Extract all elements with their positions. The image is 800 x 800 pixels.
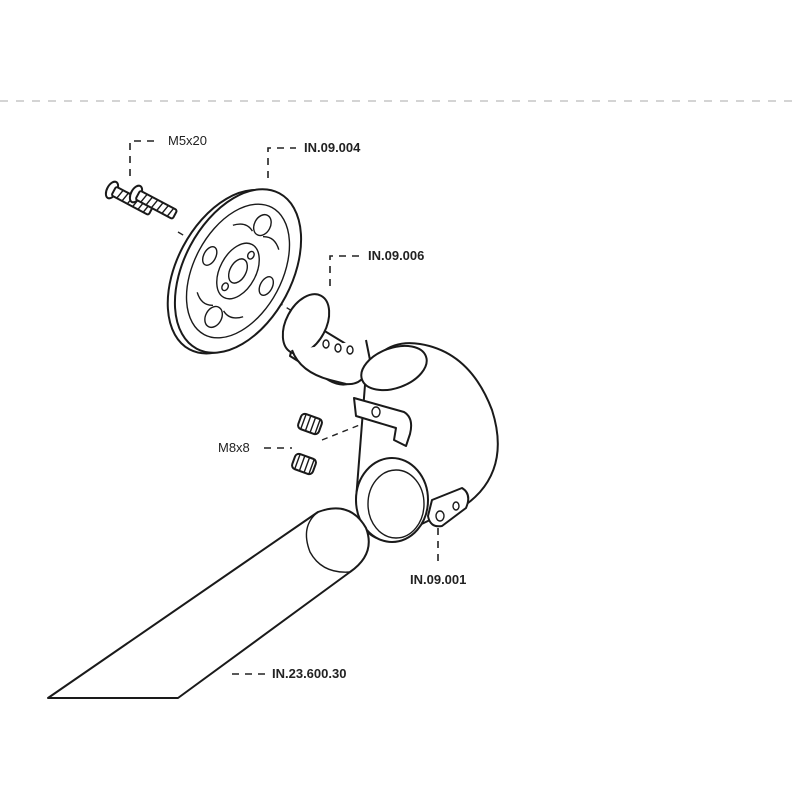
callout-screw: M5x20 [168,133,207,148]
callout-elbow: IN.09.001 [410,572,466,587]
leader-lines [129,140,439,675]
callout-spacer: IN.09.006 [368,248,424,263]
setscrew-m8x8 [291,412,323,476]
flange-plate [166,188,303,355]
callout-setscrew: M8x8 [218,440,250,455]
callout-flange: IN.09.004 [304,140,361,155]
screw-m5x20 [104,180,178,220]
spacer-cylinder [281,293,371,386]
tube [47,507,370,699]
elbow-fitting [353,342,499,543]
callout-tube: IN.23.600.30 [272,666,346,681]
